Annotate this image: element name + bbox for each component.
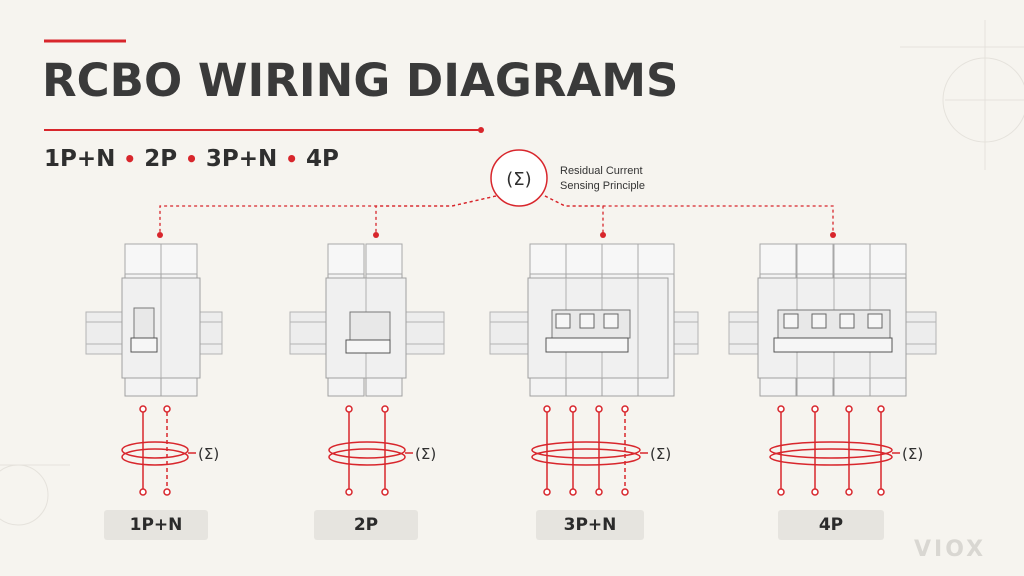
pole-config-subtitle: 1P+N • 2P • 3P+N • 4P bbox=[44, 146, 339, 172]
toggle-handle bbox=[349, 311, 391, 343]
sensing-principle-note: Residual Current Sensing Principle bbox=[560, 164, 645, 194]
panel-label-4p: 4P bbox=[778, 510, 884, 540]
sensing-note-line-1: Residual Current bbox=[560, 165, 643, 177]
ct-sigma-label: (Σ) bbox=[198, 445, 219, 463]
panel-label-2p: 2P bbox=[314, 510, 418, 540]
subtitle-item-2p: 2P bbox=[144, 146, 178, 172]
sensing-connectors bbox=[159, 195, 834, 234]
breaker-4p bbox=[757, 243, 907, 397]
title-underline-dot bbox=[478, 127, 484, 133]
sensing-note-line-2: Sensing Principle bbox=[560, 180, 645, 192]
ct-ring bbox=[531, 441, 641, 459]
sensing-sigma-symbol: (Σ) bbox=[506, 169, 531, 190]
breaker-2p bbox=[325, 243, 407, 397]
ct-sigma-label: (Σ) bbox=[415, 445, 436, 463]
wiring-1p-n bbox=[121, 412, 196, 490]
wiring-4p bbox=[769, 412, 900, 490]
terminal-dots bbox=[139, 405, 885, 496]
subtitle-item-3p-n: 3P+N bbox=[205, 146, 278, 172]
bullet-dot: • bbox=[123, 147, 137, 171]
wiring-3p-n bbox=[531, 412, 648, 490]
ct-ring bbox=[121, 441, 189, 459]
ct-ring bbox=[328, 441, 406, 459]
brand-logo: VIOX bbox=[914, 537, 987, 562]
ct-sigma-label: (Σ) bbox=[902, 445, 923, 463]
subtitle-item-1p-n: 1P+N bbox=[44, 146, 116, 172]
breaker-3p-n bbox=[527, 243, 675, 397]
page-title: RCBO WIRING DIAGRAMS bbox=[42, 54, 679, 107]
ct-ring bbox=[769, 441, 893, 459]
breaker-1p-n bbox=[121, 243, 201, 397]
bullet-dot: • bbox=[185, 147, 198, 171]
sensing-sigma-circle bbox=[490, 149, 548, 207]
panel-label-1p-n: 1P+N bbox=[104, 510, 208, 540]
ct-sigma-label: (Σ) bbox=[650, 445, 671, 463]
wiring-2p bbox=[328, 412, 413, 490]
background-decoration bbox=[0, 20, 1024, 526]
connector-end-dots bbox=[157, 232, 836, 238]
bullet-dot: • bbox=[285, 147, 299, 171]
subtitle-item-4p: 4P bbox=[306, 146, 339, 172]
panel-label-3p-n: 3P+N bbox=[536, 510, 644, 540]
